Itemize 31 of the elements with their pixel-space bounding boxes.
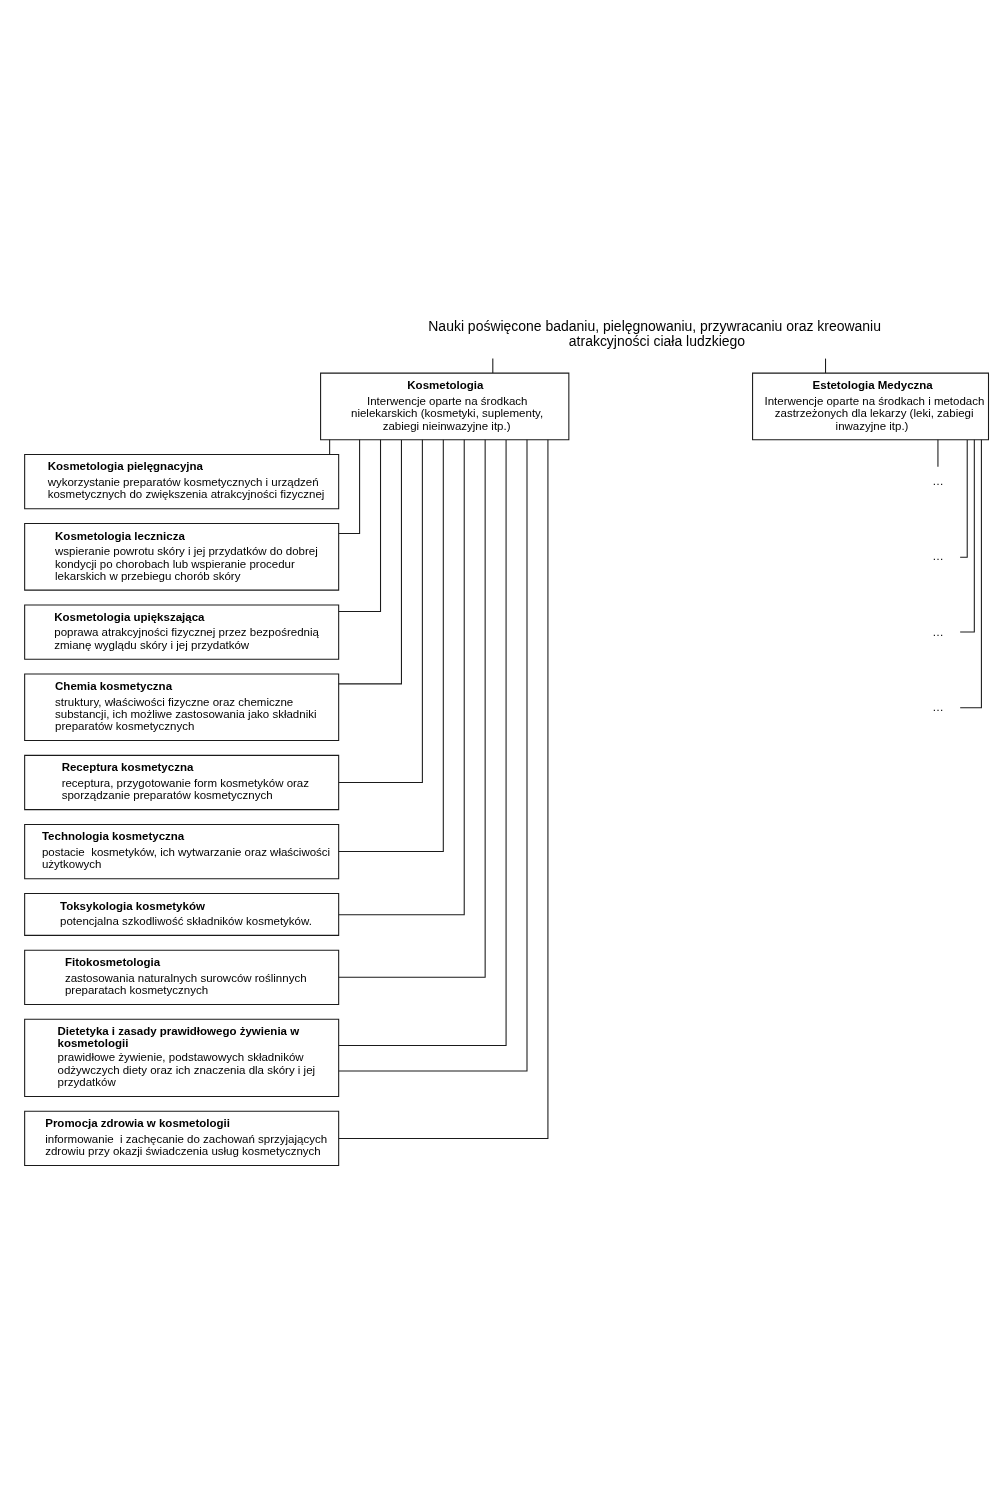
connector bbox=[338, 439, 361, 534]
node-box: Kosmetologia lecznicza wspieranie powrotu skóry i jej przydatków do dobrej kondycji po chorobach lub wspieranie procedur lekarskich w przebiegu chorób skóry bbox=[24, 523, 340, 591]
connector bbox=[338, 439, 402, 685]
node-box: Dietetyka i zasady prawidłowego żywienia w kosmetologii prawidłowe żywienie, podstawowych składników odżywczych diety oraz ich znaczenia dla skóry i jej przydatków bbox=[24, 1018, 340, 1098]
connector bbox=[338, 439, 423, 784]
connector bbox=[492, 358, 494, 374]
node-text: … bbox=[932, 475, 944, 488]
node-box: Fitokosmetologia zastosowania naturalnych surowców roślinnych preparatach kosmetycznych bbox=[24, 949, 340, 1005]
node-box: Kosmetologia Interwencje oparte na środkach nielekarskich (kosmetyki, suplementy, zabiegi nieinwazyjne itp.) bbox=[320, 372, 570, 441]
connector bbox=[825, 358, 827, 374]
node-box: Toksykologia kosmetyków potencjalna szkodliwość składników kosmetyków. bbox=[24, 892, 340, 936]
connector bbox=[959, 439, 982, 709]
node-text: … bbox=[932, 625, 944, 638]
node-box: Kosmetologia pielęgnacyjna wykorzystanie preparatów kosmetycznych i urządzeń kosmetycznych do zwiększenia atrakcyjności fizycznej bbox=[24, 453, 340, 510]
node-box: Receptura kosmetyczna receptura, przygotowanie form kosmetyków oraz sporządzanie preparatów kosmetycznych bbox=[24, 754, 340, 811]
connector bbox=[338, 439, 465, 916]
node-text: … bbox=[932, 550, 944, 563]
node-text: Nauki poświęcone badaniu, pielęgnowaniu, przywracaniu oraz kreowaniu atrakcyjności ciała ludzkiego bbox=[428, 317, 881, 350]
node-box: Chemia kosmetyczna struktury, właściwości fizyczne oraz chemiczne substancji, ich możliwe zastosowania jako składniki preparatów kosmetycznych bbox=[24, 673, 340, 742]
node-box: Promocja zdrowia w kosmetologii informowanie i zachęcanie do zachowań sprzyjających zdrowiu przy okazji świadczenia usług kosmetycznych bbox=[24, 1110, 340, 1167]
connector bbox=[338, 439, 549, 1139]
connector bbox=[937, 439, 939, 468]
connector bbox=[338, 439, 486, 978]
connector bbox=[338, 439, 382, 613]
connector bbox=[959, 439, 975, 633]
node-box: Estetologia Medyczna Interwencje oparte na środkach i metodach zastrzeżonych dla lekarzy (leki, zabiegi inwazyjne itp.) bbox=[752, 372, 990, 441]
connector bbox=[959, 439, 968, 558]
node-box: Technologia kosmetyczna postacie kosmetyków, ich wytwarzanie oraz właściwości użytkowych bbox=[24, 823, 340, 880]
node-text: … bbox=[932, 700, 944, 713]
node-box: Kosmetologia upiększająca poprawa atrakcyjności fizycznej przez bezpośrednią zmianę wyglądu skóry i jej przydatków bbox=[24, 604, 340, 660]
connector bbox=[338, 439, 444, 853]
